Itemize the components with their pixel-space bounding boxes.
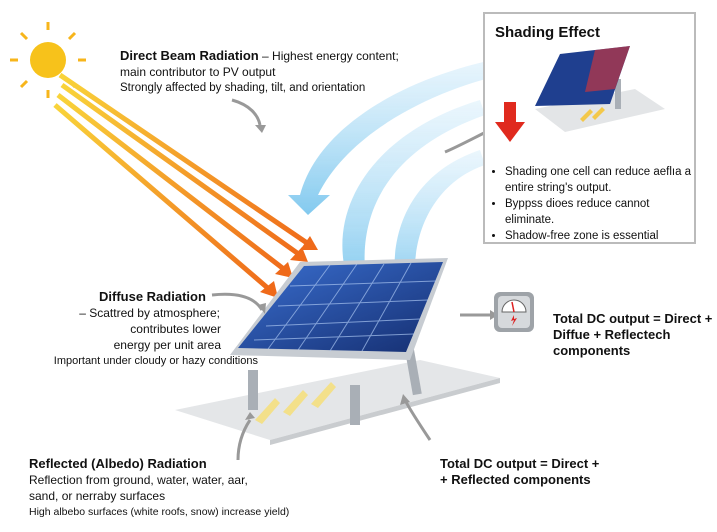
shading-bullets: Shading one cell can reduce aeflıa a ent… <box>491 164 700 244</box>
reflected-title: Reflected (Albedo) Radiation <box>29 456 207 471</box>
total-output-bottom-line1: Total DC output = Direct + <box>440 456 600 471</box>
total-output-bottom-line2: + Reflected components <box>440 472 591 487</box>
shaded-panel-illustration <box>495 46 665 142</box>
reflected-line3: High albebo surfaces (white roofs, snow)… <box>29 506 290 518</box>
solar-panel-icon <box>230 258 448 360</box>
diffuse-line3: energy per unit area <box>113 338 221 352</box>
direct-beam-line1: – Highest energy content; <box>258 49 399 63</box>
direct-beam-label: Direct Beam Radiation – Highest energy c… <box>120 48 399 96</box>
diffuse-line4: Important under cloudy or hazy condition… <box>53 355 258 367</box>
diffuse-line2: contributes lower <box>130 322 221 336</box>
total-output-right: Total DC output = Direct + Diffue + Refl… <box>553 311 713 358</box>
ground-surface <box>175 360 500 440</box>
down-arrow-icon <box>495 102 525 142</box>
reflected-line2: sand, or nerraby surfaces <box>29 489 166 503</box>
reflected-label: Reflected (Albedo) Radiation Reflection … <box>29 456 289 520</box>
shading-effect-panel: Shading Effect Shading one cell can redu… <box>483 12 696 244</box>
diffuse-label: Diffuse Radiation – Scattred by atmosphe… <box>34 289 258 369</box>
shading-bullet: Byppss dioes reduce cannot eliminate. <box>505 196 700 228</box>
sun-icon <box>10 22 86 98</box>
meter-icon <box>494 292 534 332</box>
shading-title: Shading Effect <box>495 24 601 41</box>
direct-beam-line2: main contributor to PV output <box>120 65 276 79</box>
direct-beam-line3: Strongly affected by shading, tilt, and … <box>120 82 366 94</box>
direct-beam-arrows <box>53 72 312 292</box>
diffuse-line1: – Scattred by atmosphere; <box>79 306 220 320</box>
direct-beam-title: Direct Beam Radiation <box>120 48 259 63</box>
diffuse-title: Diffuse Radiation <box>99 289 206 304</box>
reflection-arrows <box>255 382 336 424</box>
reflected-line1: Reflection from ground, water, water, aa… <box>29 473 248 487</box>
shading-bullet: Shadow-free zone is essential <box>505 228 700 244</box>
shading-bullet: Shading one cell can reduce aeflıa a ent… <box>505 164 700 196</box>
total-output-bottom: Total DC output = Direct + + Reflected c… <box>440 456 599 488</box>
